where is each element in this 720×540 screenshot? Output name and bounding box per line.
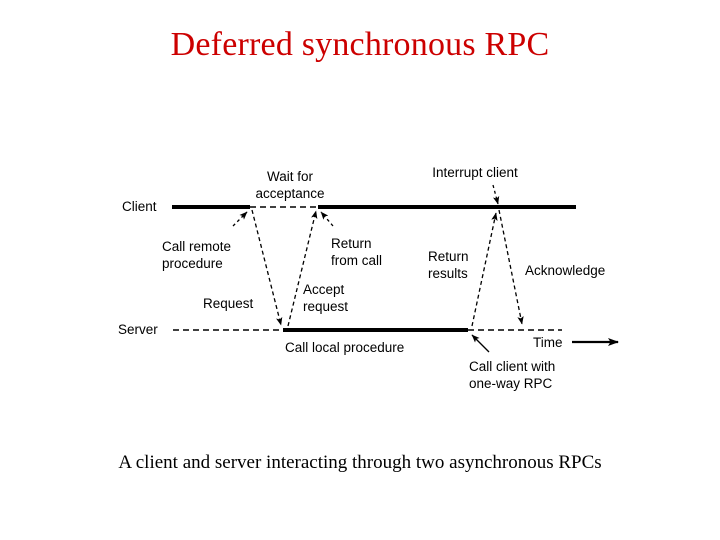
- time-axis: Time: [533, 335, 619, 350]
- annotation-call-remote-procedure: Call remote procedure: [162, 239, 231, 271]
- annotation-accept-request: Accept request: [303, 282, 348, 314]
- return-results-line1: Return: [428, 249, 469, 264]
- call-remote-procedure-line1: Call remote: [162, 239, 231, 254]
- deferred-sync-rpc-diagram: Client Server: [100, 150, 640, 410]
- return-from-call-line2: from call: [331, 253, 382, 268]
- call-remote-procedure-line2: procedure: [162, 256, 223, 271]
- accept-request-line1: Accept: [303, 282, 345, 297]
- call-client-line2: one-way RPC: [469, 376, 553, 391]
- client-lane: Client: [122, 199, 576, 214]
- annotation-wait-for-acceptance: Wait for acceptance: [255, 169, 324, 201]
- interrupt-client-pointer: [492, 184, 500, 205]
- slide-caption: A client and server interacting through …: [118, 452, 602, 473]
- annotation-call-local-procedure: Call local procedure: [285, 340, 404, 355]
- message-interrupt-client-arrow: [471, 212, 498, 327]
- server-lane-label: Server: [118, 322, 158, 337]
- annotation-interrupt-client: Interrupt client: [432, 165, 518, 180]
- request-label: Request: [203, 296, 254, 311]
- annotation-return-results: Return results: [428, 249, 469, 281]
- page-title: Deferred synchronous RPC: [170, 26, 550, 63]
- interrupt-client-label: Interrupt client: [432, 165, 518, 180]
- annotation-request: Request: [203, 296, 254, 311]
- annotation-acknowledge: Acknowledge: [525, 263, 605, 278]
- acknowledge-label: Acknowledge: [525, 263, 605, 278]
- return-from-call-pointer: [320, 211, 334, 227]
- annotation-call-client-one-way-rpc: Call client with one-way RPC: [469, 359, 555, 391]
- time-axis-label: Time: [533, 335, 563, 350]
- call-remote-procedure-pointer: [232, 211, 248, 227]
- message-return-from-call-arrow: [287, 210, 318, 327]
- call-client-one-way-rpc-pointer: [471, 334, 490, 353]
- message-request-arrow: [251, 209, 283, 326]
- call-local-procedure-label: Call local procedure: [285, 340, 404, 355]
- annotation-return-from-call: Return from call: [331, 236, 382, 268]
- return-from-call-line1: Return: [331, 236, 372, 251]
- client-lane-label: Client: [122, 199, 157, 214]
- wait-for-acceptance-line2: acceptance: [255, 186, 324, 201]
- message-acknowledge-arrow: [498, 209, 524, 325]
- server-lane: Server: [118, 322, 562, 337]
- return-results-line2: results: [428, 266, 468, 281]
- accept-request-line2: request: [303, 299, 348, 314]
- wait-for-acceptance-line1: Wait for: [267, 169, 314, 184]
- call-client-line1: Call client with: [469, 359, 555, 374]
